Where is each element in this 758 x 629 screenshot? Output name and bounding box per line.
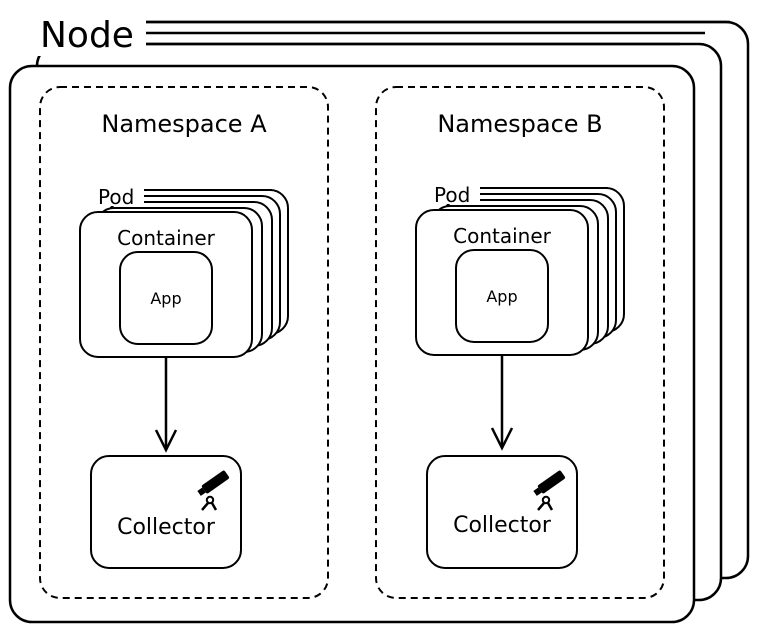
arrow-a [154,357,178,453]
namespace-a-border [39,86,329,599]
app-label-a: App [150,289,181,308]
container-label-b: Container [453,224,552,248]
pod-lines-b [483,187,608,201]
app-box-a [119,251,213,345]
collector-label-a: Collector [117,515,216,540]
namespace-b-title: Namespace B [437,110,602,138]
node-title-backdrop [28,4,146,56]
container-label-a: Container [117,226,216,250]
pod-label-backdrop-b [430,178,480,204]
pod-lines-a [147,189,272,203]
namespace-a: Namespace A Pod Container App Collector [39,86,329,599]
node-label: Node [40,15,134,56]
app-label-b: App [486,287,517,306]
namespace-b-border [375,86,665,599]
pod-label-a: Pod [98,185,134,209]
arrow-b [490,355,514,451]
collector-box-a [90,455,242,569]
namespace-b: Namespace B Pod Container App Collector [375,86,665,599]
app-box-b [455,249,549,343]
pod-label-b: Pod [434,183,470,207]
collector-label-b: Collector [453,513,552,538]
collector-box-b [426,455,578,569]
node-title-lines [146,20,730,46]
namespace-a-title: Namespace A [101,110,267,138]
pod-label-backdrop-a [94,180,144,206]
